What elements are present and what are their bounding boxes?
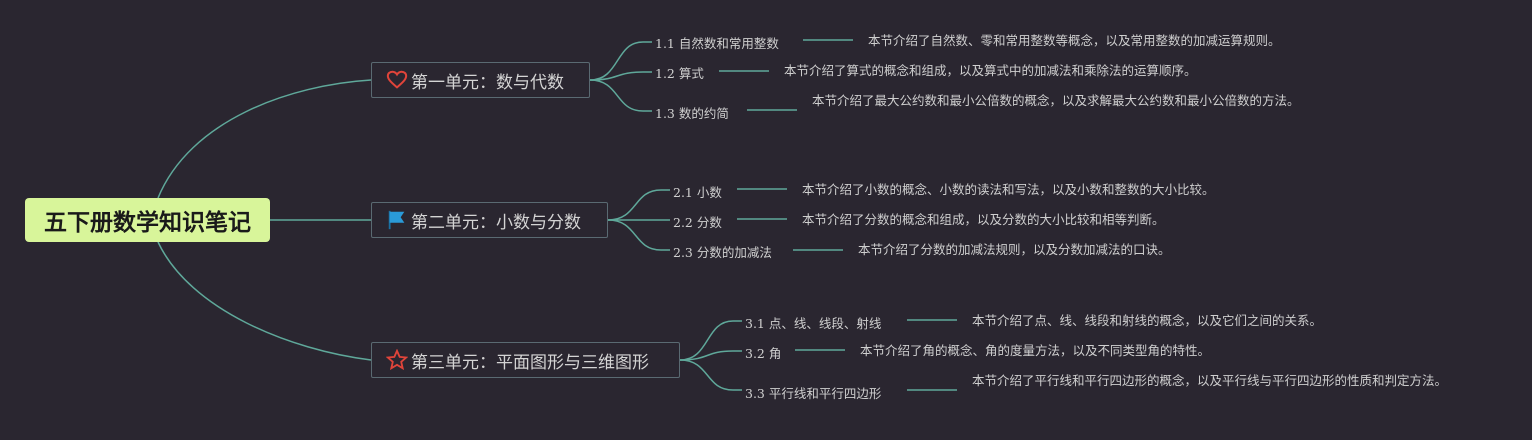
unit2-to-s23-line [607, 219, 670, 251]
unit3-to-s31-line [679, 320, 742, 361]
section-1-2-desc: 本节介绍了算式的概念和组成，以及算式中的加减法和乘除法的运算顺序。 [784, 63, 1197, 78]
section-2-1-title[interactable]: 2.1 小数 [673, 185, 722, 200]
unit-3-topic[interactable]: 第三单元：平面图形与三维图形 [371, 342, 680, 378]
section-1-2-title[interactable]: 1.2 算式 [655, 66, 704, 81]
unit3-to-s32-line [679, 350, 742, 361]
heart-icon [386, 69, 408, 91]
root-title: 五下册数学知识笔记 [44, 210, 251, 236]
section-3-2-desc: 本节介绍了角的概念、角的度量方法，以及不同类型角的特性。 [860, 343, 1211, 358]
unit-2-label: 第二单元：小数与分数 [411, 212, 581, 233]
section-3-3-desc: 本节介绍了平行线和平行四边形的概念，以及平行线与平行四边形的性质和判定方法。 [972, 373, 1448, 388]
unit3-to-s33-line [679, 359, 742, 391]
root-to-unit1-line [157, 79, 372, 199]
section-3-1-desc: 本节介绍了点、线、线段和射线的概念，以及它们之间的关系。 [972, 313, 1323, 328]
section-2-2-desc: 本节介绍了分数的概念和组成，以及分数的大小比较和相等判断。 [802, 212, 1165, 227]
section-2-2-title[interactable]: 2.2 分数 [673, 215, 722, 230]
section-3-2-title[interactable]: 3.2 角 [745, 346, 782, 361]
star-icon [385, 348, 409, 371]
section-1-1-desc: 本节介绍了自然数、零和常用整数等概念，以及常用整数的加减运算规则。 [868, 33, 1281, 48]
unit-3-label: 第三单元：平面图形与三维图形 [411, 352, 649, 373]
section-3-1-title[interactable]: 3.1 点、线、线段、射线 [745, 316, 882, 331]
section-1-3-title[interactable]: 1.3 数的约简 [655, 106, 729, 121]
unit1-to-s11-line [589, 41, 652, 81]
section-2-3-title[interactable]: 2.3 分数的加减法 [673, 245, 772, 260]
unit-1-topic[interactable]: 第一单元：数与代数 [371, 62, 590, 98]
unit1-to-s12-line [589, 71, 652, 81]
section-2-3-desc: 本节介绍了分数的加减法规则，以及分数加减法的口诀。 [858, 242, 1171, 257]
unit-1-label: 第一单元：数与代数 [411, 72, 564, 93]
unit2-to-s21-line [607, 189, 670, 221]
root-topic[interactable]: 五下册数学知识笔记 [25, 198, 270, 242]
section-3-3-title[interactable]: 3.3 平行线和平行四边形 [745, 386, 882, 401]
section-1-1-title[interactable]: 1.1 自然数和常用整数 [655, 36, 779, 51]
unit-2-topic[interactable]: 第二单元：小数与分数 [371, 202, 608, 238]
flag-icon [386, 209, 408, 231]
unit1-to-s13-line [589, 79, 652, 112]
section-2-1-desc: 本节介绍了小数的概念、小数的读法和写法，以及小数和整数的大小比较。 [802, 182, 1215, 197]
section-1-3-desc: 本节介绍了最大公约数和最小公倍数的概念，以及求解最大公约数和最小公倍数的方法。 [812, 93, 1300, 108]
root-to-unit3-line [157, 241, 372, 361]
